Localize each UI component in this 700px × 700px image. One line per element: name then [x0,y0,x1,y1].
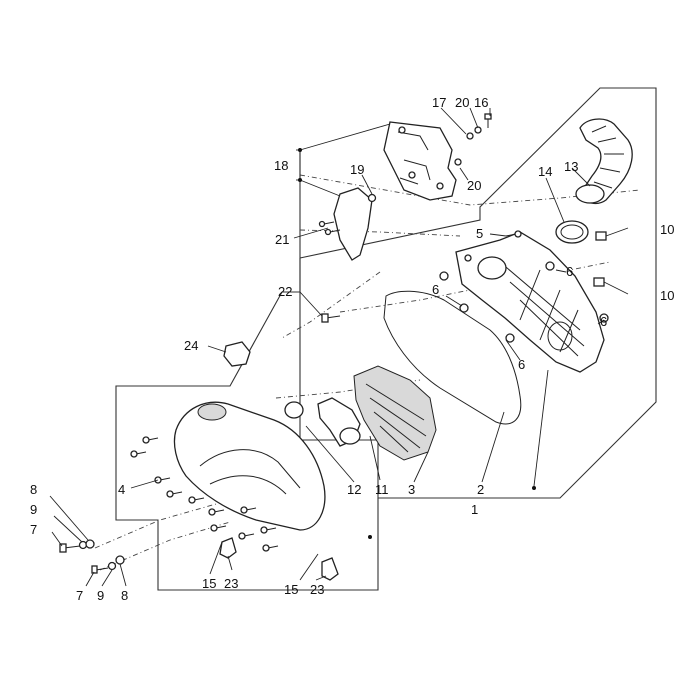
callout-7-upper: 7 [30,522,37,537]
callout-23-left: 23 [224,576,238,591]
duct-clamp [284,401,304,419]
intake-hose-ribs [591,125,624,189]
hose-clamp-inner [560,224,584,240]
hose-clamp [555,220,589,244]
bracket-hole [398,126,406,134]
housing-hole [464,254,472,262]
callout-24: 24 [184,338,198,353]
axis-line-bolt-a [94,499,231,549]
ref-dot [298,148,302,152]
callout-9-upper: 9 [30,502,37,517]
air-box-ribs [499,261,585,357]
callout-7-lower: 7 [76,588,83,603]
callout-8-upper: 8 [30,482,37,497]
fasteners [59,113,609,574]
callout-6-right: 6 [600,314,607,329]
callout-23-right: 23 [310,582,324,597]
housing-gasket [383,290,522,425]
callout-3: 3 [408,482,415,497]
air-filter-element [353,365,437,461]
ref-dot [532,486,536,490]
intake-duct-mouth [339,427,361,445]
callout-20-top: 20 [455,95,469,110]
callout-11: 11 [375,482,389,497]
callout-1: 1 [471,502,478,517]
callout-16: 16 [474,95,488,110]
intake-hose [579,118,633,205]
outer-cover-contour [199,449,301,495]
callout-6-upper: 6 [566,264,573,279]
callout-2: 2 [477,482,484,497]
breather-cap [223,341,251,367]
callout-12: 12 [347,482,361,497]
callout-21: 21 [275,232,289,247]
intake-hose-mouth [575,184,605,204]
cover-top-tab [197,403,227,421]
callout-6-left: 6 [432,282,439,297]
ref-dot [368,535,372,539]
axis-line-filter [281,271,381,339]
callout-17: 17 [432,95,446,110]
callout-14: 14 [538,164,552,179]
callout-20: 20 [467,178,481,193]
drain-plug-right [321,557,339,581]
drain-plug-left [219,537,237,559]
bracket-hole [436,182,444,190]
callout-15-left: 15 [202,576,216,591]
axis-line-cover [299,229,461,237]
callout-22: 22 [278,284,292,299]
air-box-boss [547,321,573,351]
small-cover-plate [333,187,373,261]
callout-labels: 17 20 16 18 19 20 21 13 14 5 10 6 10 6 6… [30,95,674,603]
axis-line-lower-a [275,379,421,399]
outer-cover [173,401,326,531]
top-bracket-part [383,121,457,201]
callout-15-right: 15 [284,582,298,597]
callout-8-lower: 8 [121,588,128,603]
callout-18: 18 [274,158,288,173]
callout-19: 19 [350,162,364,177]
callout-10-lower: 10 [660,288,674,303]
air-box-port [477,256,507,280]
top-bracket-detail [397,131,431,185]
leader-lines [49,107,629,587]
callout-5: 5 [476,226,483,241]
ref-dot [298,178,302,182]
callout-10-upper: 10 [660,222,674,237]
callout-4: 4 [118,482,125,497]
air-box-housing [455,231,605,373]
frame-lower-group [115,258,379,591]
callout-13: 13 [564,159,578,174]
callout-9-lower: 9 [97,588,104,603]
callout-6-lower: 6 [518,357,525,372]
air-filter-pleats [365,383,427,453]
bracket-hole [408,171,416,179]
